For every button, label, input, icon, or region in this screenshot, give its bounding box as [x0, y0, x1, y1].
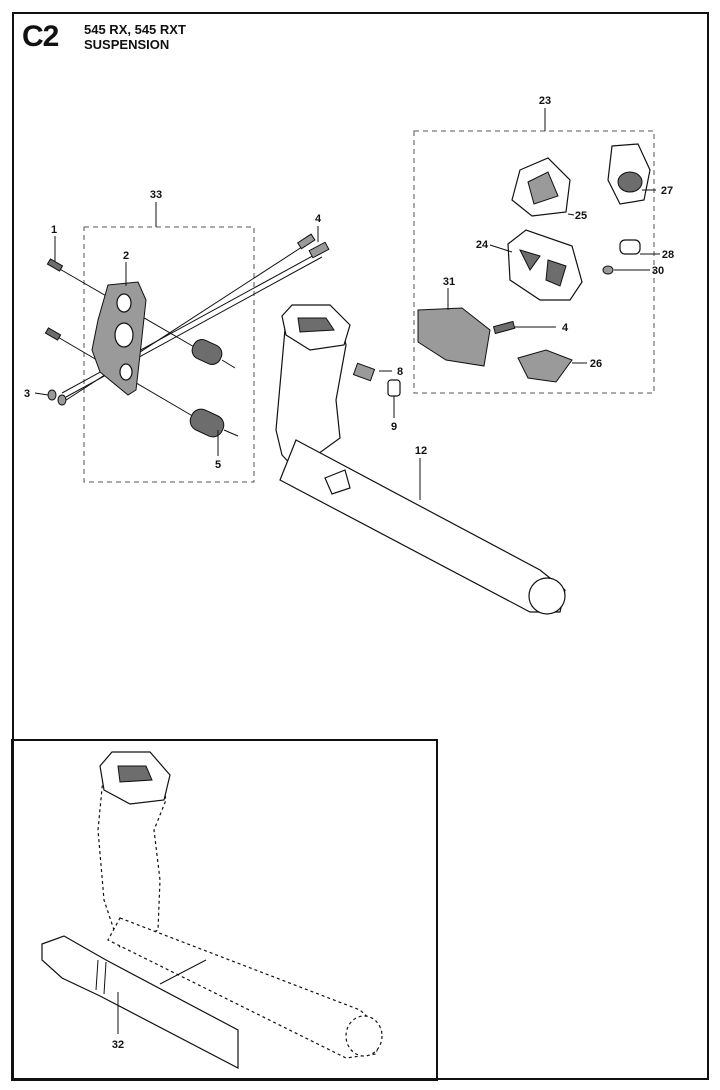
washer-part-3-b [57, 394, 67, 406]
label-26: 26 [590, 358, 602, 370]
spring-part-5-lower [189, 408, 239, 438]
screw-part-1-upper [46, 258, 64, 272]
group-23-box [413, 130, 655, 394]
bracket-part-2 [91, 281, 147, 396]
inset-box [11, 739, 438, 1081]
label-27: 27 [661, 185, 673, 197]
inset-handle-tube [97, 751, 383, 1059]
label-4b: 4 [562, 322, 569, 334]
label-4a: 4 [315, 213, 322, 225]
washer-part-3-a [47, 389, 57, 401]
group-33-box [83, 226, 255, 483]
inset-extension-tube-part-32 [41, 935, 239, 1069]
long-bolt-lower [59, 233, 316, 405]
screw-part-4-short [492, 320, 516, 335]
label-25: 25 [575, 210, 587, 222]
label-23: 23 [539, 95, 551, 107]
label-31: 31 [443, 276, 455, 288]
label-8: 8 [397, 366, 403, 378]
spring-part-5-upper [191, 339, 236, 369]
trigger-part-26 [517, 349, 573, 383]
label-30: 30 [652, 265, 664, 277]
cover-part-24 [507, 229, 583, 301]
label-1: 1 [51, 224, 57, 236]
label-33: 33 [150, 189, 162, 201]
label-12: 12 [415, 445, 427, 457]
sleeve-part-9 [387, 379, 401, 397]
label-3: 3 [24, 388, 30, 400]
section-title: SUSPENSION [84, 37, 170, 52]
pin-part-28 [619, 239, 641, 255]
page-code: C2 [22, 20, 59, 53]
label-9: 9 [391, 421, 397, 433]
pad-part-31 [417, 307, 491, 367]
nut-part-8 [352, 362, 376, 382]
handle-tube-part-12 [275, 304, 566, 615]
label-5: 5 [215, 459, 221, 471]
knob-part-27 [607, 143, 651, 205]
label-32: 32 [112, 1039, 124, 1051]
model-title: 545 RX, 545 RXT [84, 22, 186, 37]
screw-part-1-lower [44, 327, 62, 341]
clip-part-25 [511, 157, 571, 217]
washer-part-30 [602, 265, 614, 275]
label-28: 28 [662, 249, 674, 261]
label-2: 2 [123, 250, 129, 262]
label-24: 24 [476, 239, 489, 251]
